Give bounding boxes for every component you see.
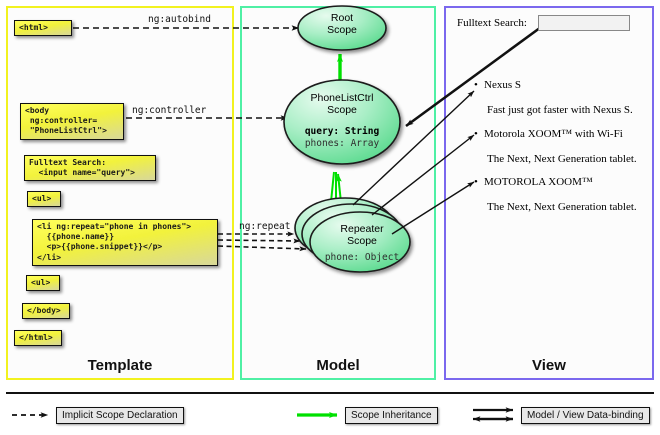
view-column-label: View [532,357,566,374]
repeater-scope-stack [294,197,411,273]
html-open-tag-box: <html> [14,20,72,37]
legend-divider [6,392,654,394]
view-phone-item-2: • Motorola XOOM™ with Wi-Fi [474,128,623,140]
edge-li-to-repeater-scope-3 [217,245,307,252]
binding-search-input-to-query [405,20,549,128]
view-phone-name-2: Motorola XOOM™ with Wi-Fi [484,128,623,140]
phonelistctrl-scope-prop-phones: phones: Array [305,138,380,149]
html-close-tag-box: </html> [14,330,62,347]
root-scope-node [297,5,387,51]
fulltext-search-label: Fulltext Search: [457,17,527,29]
repeater-scope-title-line2: Scope [347,235,377,247]
phonelistctrl-scope-title-line2: Scope [327,104,357,116]
repeater-scope-title-line1: Repeater [340,223,384,235]
ul-close-tag-box: <ul> [26,275,60,292]
view-phone-item-1: • Nexus S [474,79,521,91]
view-phone-snippet-3: The Next, Next Generation tablet. [487,201,637,213]
ng-autobind-label: ng:autobind [148,14,211,25]
view-phone-name-3: MOTOROLA XOOM™ [484,176,593,188]
body-close-tag-box: </body> [22,303,70,320]
ng-repeat-label: ng:repeat [239,221,291,232]
edge-li-to-repeater-scope-2 [217,238,301,244]
bullet-icon: • [474,128,478,140]
bullet-icon: • [474,176,478,188]
li-repeat-markup-box: <li ng:repeat="phone in phones"> {{phone… [32,219,218,266]
view-phone-item-3: • MOTOROLA XOOM™ [474,176,593,188]
legend-implicit-scope-declaration: Implicit Scope Declaration [56,407,184,424]
view-phone-snippet-1: Fast just got faster with Nexus S. [487,104,633,116]
template-column-label: Template [87,357,153,374]
ng-controller-label: ng:controller [132,105,207,116]
legend-scope-inheritance: Scope Inheritance [345,407,438,424]
bullet-icon: • [474,79,478,91]
root-scope-title-line2: Scope [327,24,357,36]
model-column-label: Model [316,357,360,374]
binding-repeater-to-view-item-2 [371,134,475,216]
view-column: View [444,6,654,380]
phonelistctrl-scope-node [283,79,401,165]
binding-repeater-to-view-item-1 [352,90,475,206]
fulltext-search-markup-box: Fulltext Search: <input name="query"> [24,155,156,182]
model-column: Model [240,6,436,380]
body-open-tag-box: <body ng:controller= "PhoneListCtrl"> [20,103,124,140]
phonelistctrl-scope-prop-query: query: String [305,126,380,137]
ul-open-tag-box: <ul> [27,191,61,208]
root-scope-title-line1: Root [331,12,353,24]
legend-model-view-data-binding: Model / View Data-binding [521,407,650,424]
fulltext-search-input[interactable] [538,15,630,31]
phonelistctrl-scope-title-line1: PhoneListCtrl [310,92,373,104]
view-phone-name-1: Nexus S [484,79,521,91]
binding-repeater-to-view-item-3 [391,181,475,235]
repeater-scope-prop-phone: phone: Object [325,252,399,263]
view-phone-snippet-2: The Next, Next Generation tablet. [487,153,637,165]
